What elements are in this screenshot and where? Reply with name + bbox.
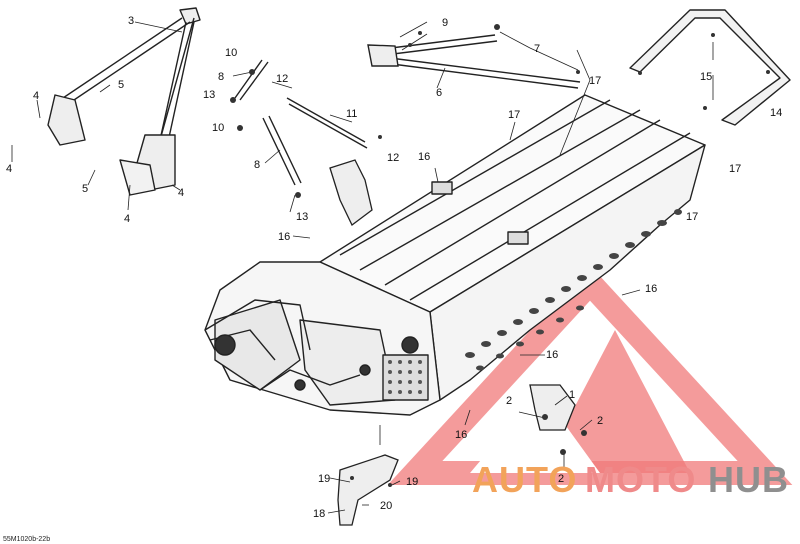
callout-3: 3 [128, 15, 134, 27]
callout-4: 4 [178, 187, 184, 199]
callout-6: 6 [436, 87, 442, 99]
callout-16: 16 [645, 283, 657, 295]
callout-10: 10 [212, 122, 224, 134]
callout-5: 5 [118, 79, 124, 91]
watermark-word-hub: HUB [708, 459, 789, 500]
callout-13: 13 [296, 211, 308, 223]
callout-2: 2 [558, 473, 564, 485]
leader-lines [11, 21, 714, 514]
callout-17: 17 [589, 75, 601, 87]
callout-4: 4 [33, 90, 39, 102]
callout-7: 7 [534, 43, 540, 55]
steering-support-assembly [47, 7, 201, 196]
watermark-text: AUTO MOTO HUB [472, 459, 789, 500]
callout-12: 12 [276, 73, 288, 85]
callout-9: 9 [442, 17, 448, 29]
callout-14: 14 [770, 107, 782, 119]
callout-16: 16 [455, 429, 467, 441]
rear-bumper [629, 9, 791, 126]
watermark-word-auto: AUTO [472, 459, 577, 500]
callout-2: 2 [506, 395, 512, 407]
callout-17: 17 [729, 163, 741, 175]
callout-8: 8 [254, 159, 260, 171]
callout-1: 1 [569, 389, 575, 401]
watermark-word-moto: MOTO [585, 459, 696, 500]
callout-12: 12 [387, 152, 399, 164]
callout-20: 20 [380, 500, 392, 512]
callout-16: 16 [418, 151, 430, 163]
lower-bracket [337, 454, 399, 526]
watermark-logo [387, 265, 793, 485]
drawing-code: 55M1020b-22b [3, 536, 50, 543]
callout-19: 19 [406, 476, 418, 488]
callout-18: 18 [313, 508, 325, 520]
callout-2: 2 [597, 415, 603, 427]
callout-4: 4 [124, 213, 130, 225]
callout-8: 8 [218, 71, 224, 83]
brackets [329, 159, 576, 431]
callout-16: 16 [278, 231, 290, 243]
callout-10: 10 [225, 47, 237, 59]
callout-17: 17 [686, 211, 698, 223]
callout-16: 16 [546, 349, 558, 361]
callout-19: 19 [318, 473, 330, 485]
callout-17: 17 [508, 109, 520, 121]
tunnel-frame [204, 94, 706, 416]
callout-13: 13 [203, 89, 215, 101]
callout-5: 5 [82, 183, 88, 195]
support-rods [234, 34, 581, 186]
hardware-bolts [230, 24, 770, 487]
callout-11: 11 [346, 108, 357, 120]
callout-4: 4 [6, 163, 12, 175]
callout-15: 15 [700, 71, 712, 83]
callout-labels: 3 4 4 4 4 5 5 6 7 8 8 9 10 10 11 12 12 1… [6, 15, 782, 520]
